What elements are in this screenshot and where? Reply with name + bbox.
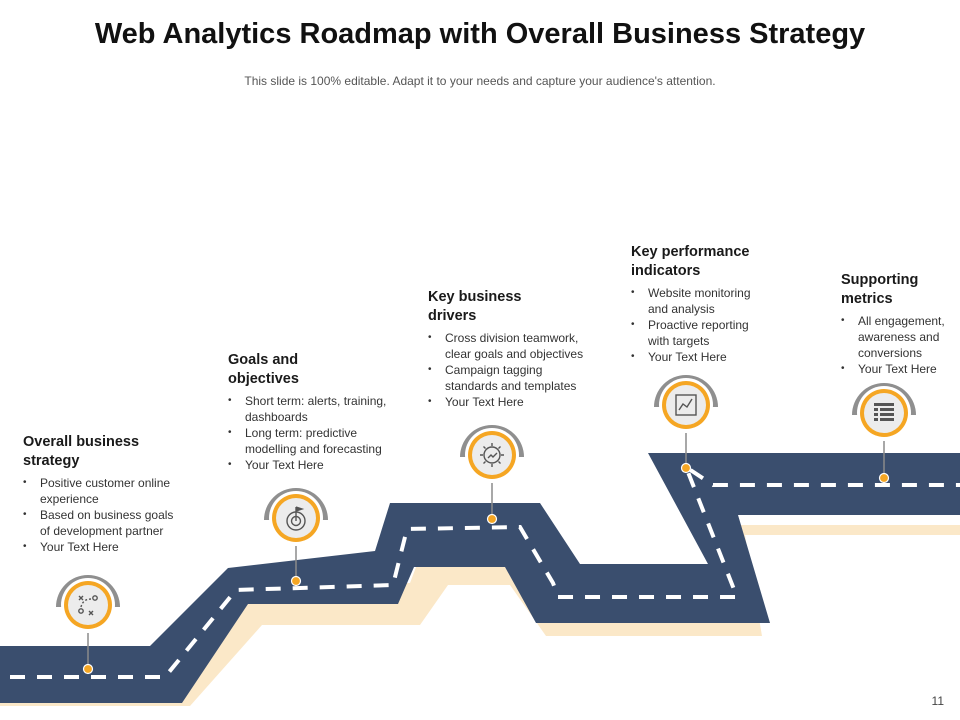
step-marker <box>264 488 328 587</box>
target-goal-icon <box>286 506 306 531</box>
bullet: Your Text Here <box>428 394 618 410</box>
marker-dot <box>290 575 302 587</box>
step-bullets: All engagement,awareness andconversions … <box>841 313 959 377</box>
bullet: Short term: alerts, training,dashboards <box>228 393 418 425</box>
marker-hood <box>56 575 120 607</box>
gear-chart-icon <box>480 443 504 467</box>
marker-dot <box>680 462 692 474</box>
bullet: Your Text Here <box>228 457 418 473</box>
table-metrics-icon <box>874 403 894 421</box>
strategy-playbook-icon <box>78 595 98 616</box>
step-marker <box>654 375 718 474</box>
bullet: Your Text Here <box>23 539 203 555</box>
page-number: 11 <box>931 694 944 708</box>
step-marker <box>852 383 916 484</box>
marker-hood <box>654 375 718 407</box>
step-bullets: Cross division teamwork,clear goals and … <box>428 330 618 410</box>
step-marker <box>56 575 120 675</box>
bullet: Your Text Here <box>631 349 801 365</box>
slide-subtitle: This slide is 100% editable. Adapt it to… <box>244 74 716 88</box>
marker-hood <box>264 488 328 520</box>
bullet: Cross division teamwork,clear goals and … <box>428 330 618 362</box>
step-bullets: Short term: alerts, training,dashboards … <box>228 393 418 473</box>
marker-hood <box>460 425 524 457</box>
slide-title: Web Analytics Roadmap with Overall Busin… <box>94 18 866 50</box>
line-chart-icon <box>675 394 697 416</box>
road-body <box>0 453 960 703</box>
marker-dot <box>486 513 498 525</box>
marker-dot <box>82 663 94 675</box>
bullet: Your Text Here <box>841 361 959 377</box>
marker-dot <box>878 472 890 484</box>
marker-hood <box>852 383 916 415</box>
step-marker <box>460 425 524 525</box>
